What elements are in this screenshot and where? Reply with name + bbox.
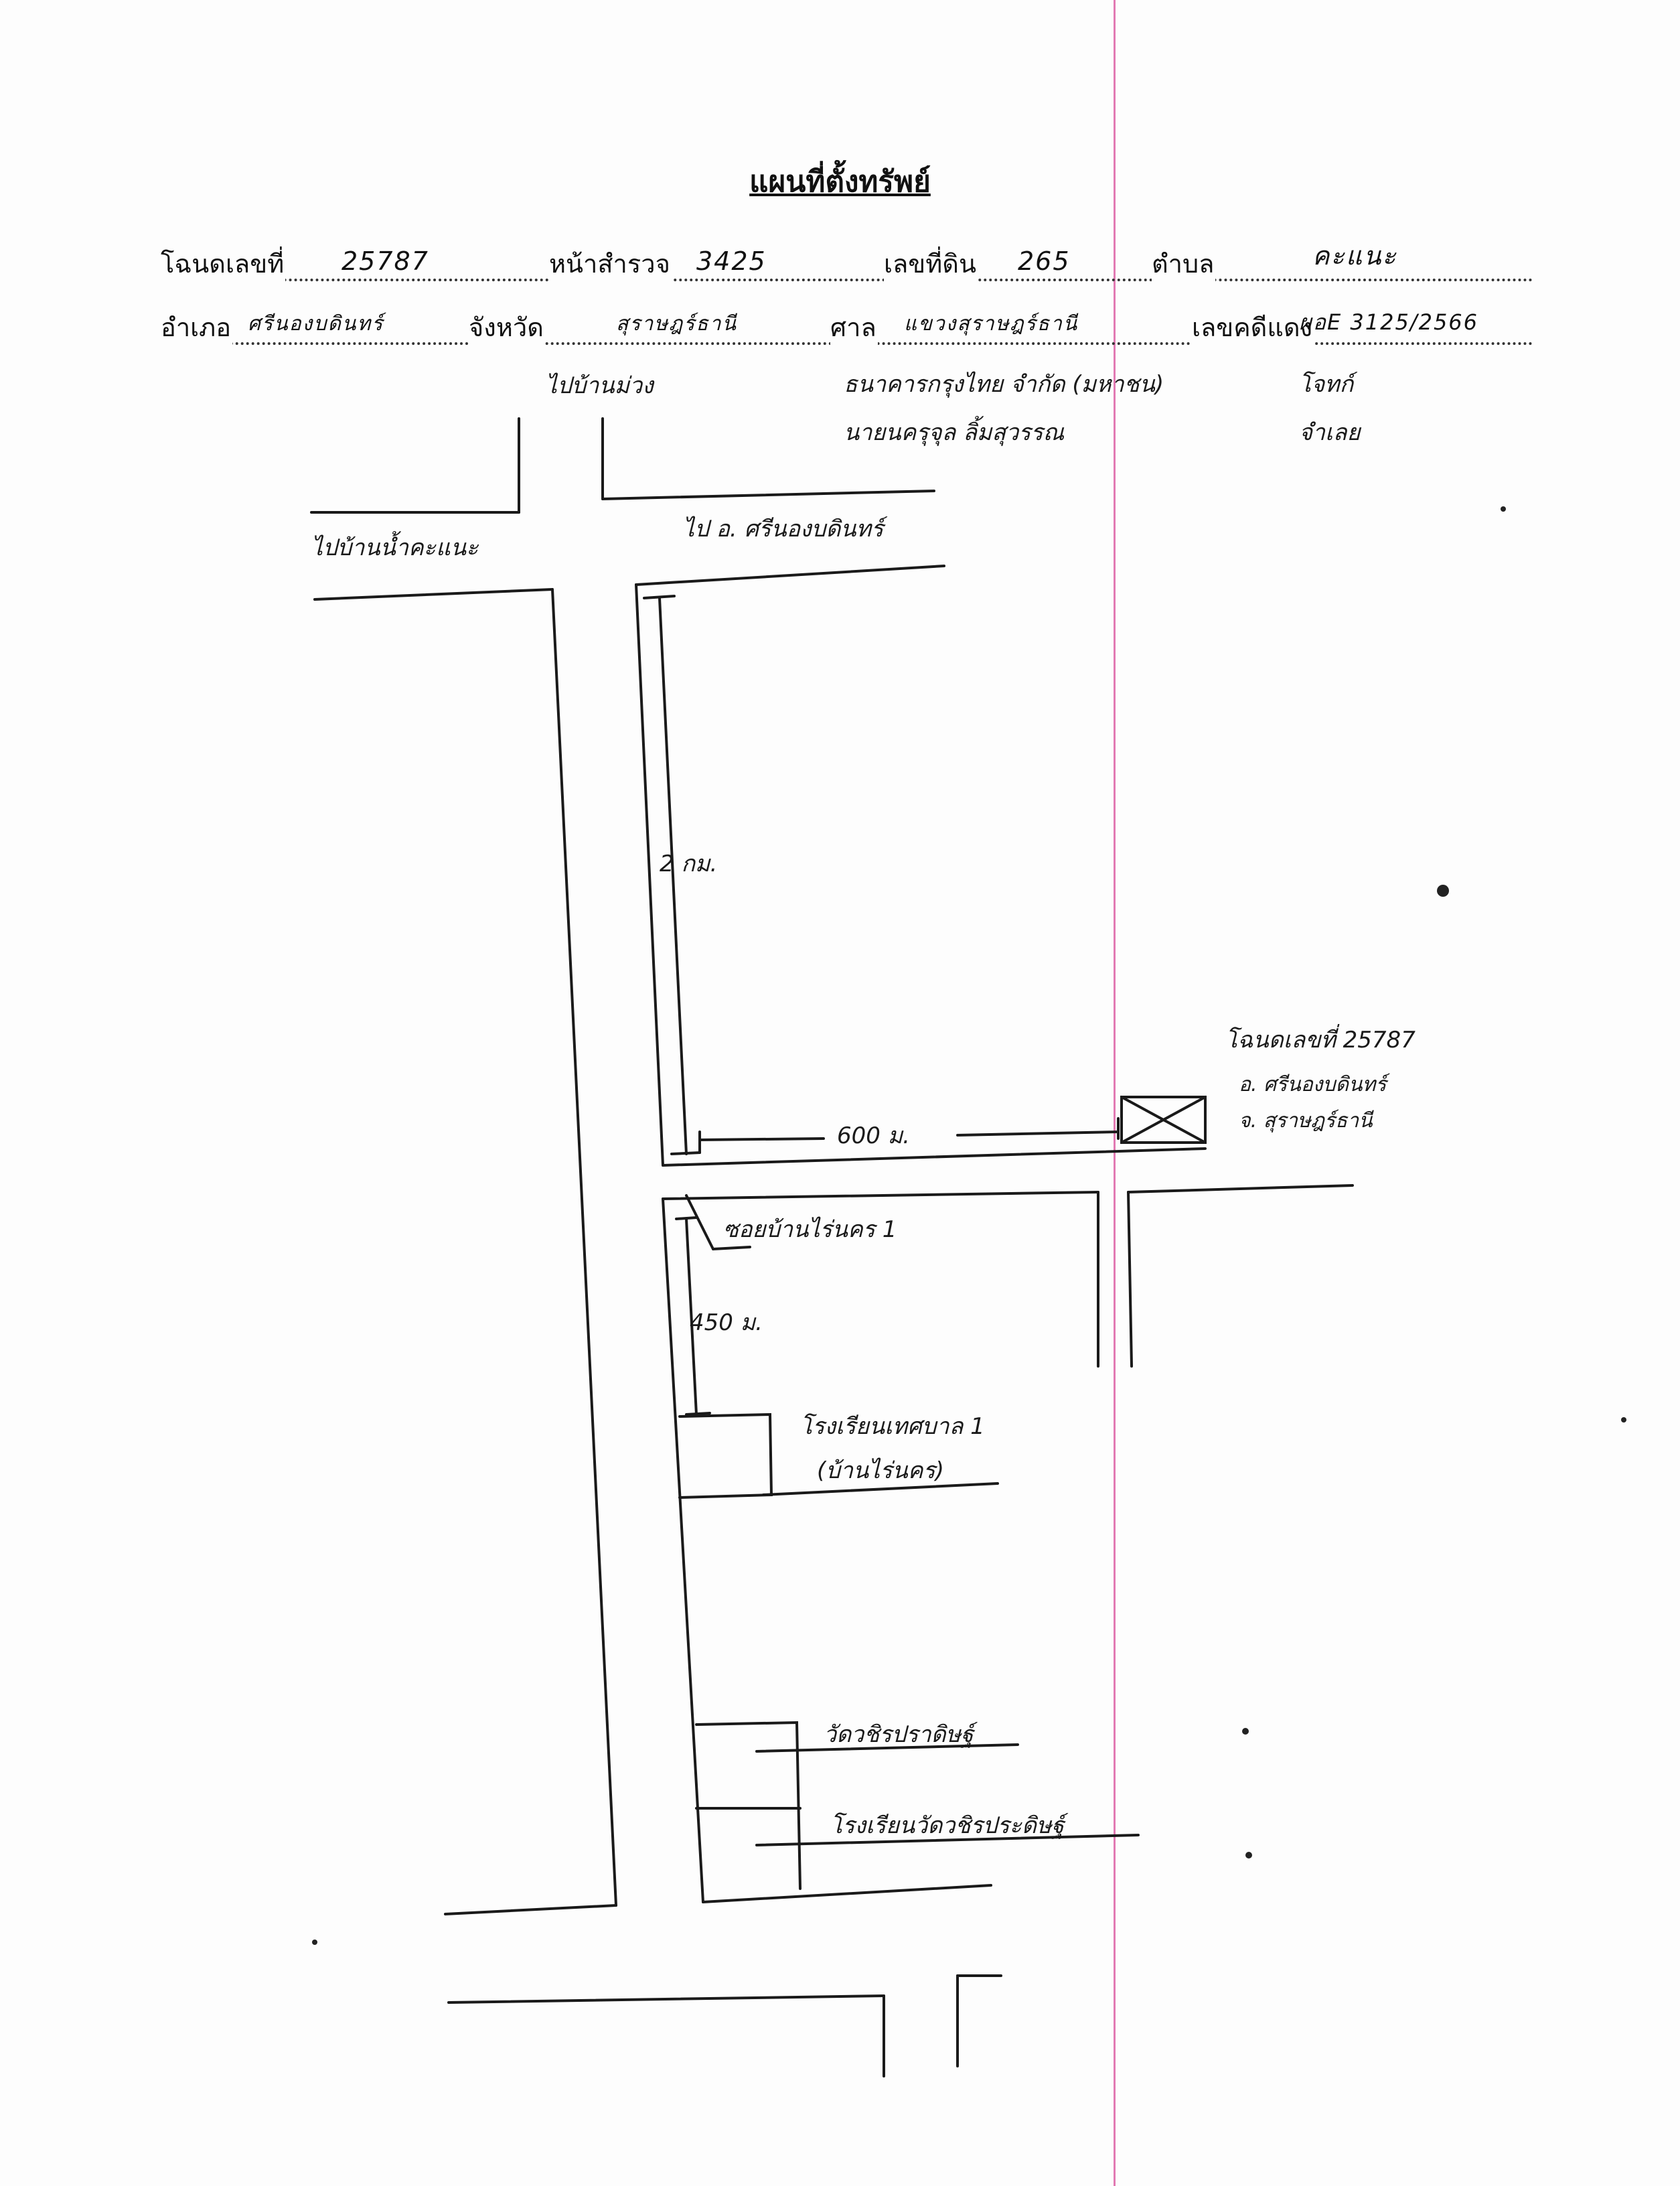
dimension-line bbox=[685, 1218, 698, 1416]
soi-pointer bbox=[685, 1194, 714, 1250]
case-value: ผอE 3125/2566 bbox=[1299, 309, 1479, 335]
label-plot-amphoe: อ. ศรีนองบดินทร์ bbox=[1239, 1073, 1387, 1096]
speck bbox=[1501, 506, 1506, 512]
label-plot-province: จ. สุราษฎร์ธานี bbox=[1239, 1109, 1373, 1133]
label-distance-450m: 450 ม. bbox=[690, 1309, 763, 1336]
road-edge bbox=[1127, 1191, 1133, 1368]
dimension-line bbox=[658, 597, 688, 1155]
defendant-line: นายนครุจุล ลิ้มสุวรรณ bbox=[844, 419, 1065, 446]
label-temple-school: โรงเรียนวัดวชิรประดิษฐ์ bbox=[830, 1812, 1065, 1839]
road-edge bbox=[662, 1147, 1207, 1167]
road-edge bbox=[444, 1904, 617, 1915]
road-edge bbox=[447, 1994, 885, 2004]
speck bbox=[1242, 1728, 1249, 1735]
label-school-1: โรงเรียนเทศบาล 1 bbox=[800, 1413, 985, 1440]
survey-value: 3425 bbox=[696, 246, 767, 276]
temple-school-pointer bbox=[755, 1834, 1140, 1846]
plaintiff-role: โจทก์ bbox=[1299, 371, 1354, 398]
road-edge bbox=[662, 1191, 1099, 1200]
plaintiff-line: ธนาคารกรุงไทย จำกัด (มหาชน) bbox=[844, 371, 1164, 398]
dimension-line bbox=[670, 1151, 701, 1155]
school-pointer bbox=[762, 1482, 999, 1496]
label-to-ban-muang: ไปบ้านม่วง bbox=[546, 372, 654, 399]
road-edge bbox=[635, 565, 945, 586]
deed-value: 25787 bbox=[341, 246, 429, 276]
label-distance-2km: 2 กม. bbox=[660, 851, 718, 877]
header-row-2: อำเภอ ศรีนองบดินทร์ จังหวัด สุราษฎร์ธานี… bbox=[161, 305, 1533, 352]
province-label: จังหวัด bbox=[469, 307, 545, 348]
subdistrict-value: คะแนะ bbox=[1312, 241, 1397, 271]
temple-block bbox=[695, 1721, 801, 1890]
speck bbox=[1437, 885, 1449, 897]
dimension-line bbox=[698, 1137, 825, 1141]
road-edge bbox=[313, 588, 554, 601]
label-temple: วัดวชิรปราดิษฐ์ bbox=[824, 1721, 974, 1748]
court-value: แขวงสุราษฎร์ธานี bbox=[904, 312, 1079, 336]
road-edge bbox=[702, 1884, 992, 1903]
road-edge bbox=[662, 1197, 704, 1903]
district-label: อำเภอ bbox=[161, 307, 233, 348]
road-edge bbox=[551, 588, 617, 1907]
land-no-value: 265 bbox=[1018, 246, 1071, 276]
speck bbox=[1245, 1852, 1252, 1859]
soi-pointer bbox=[712, 1246, 751, 1250]
label-school-2: (บ้านไร่นคร) bbox=[817, 1457, 945, 1484]
road-edge bbox=[635, 583, 664, 1167]
speck bbox=[312, 1940, 317, 1945]
header-row-1: โฉนดเลขที่ 25787 หน้าสำรวจ 3425 เลขที่ดิ… bbox=[161, 241, 1533, 288]
dotted-line bbox=[161, 279, 1533, 281]
survey-label: หน้าสำรวจ bbox=[549, 243, 672, 284]
road-edge bbox=[601, 490, 935, 500]
label-to-amphoe: ไป อ. ศรีนองบดินทร์ bbox=[683, 516, 884, 542]
speck bbox=[1621, 1417, 1626, 1423]
margin-line bbox=[1114, 0, 1116, 2186]
province-value: สุราษฎร์ธานี bbox=[616, 312, 737, 336]
defendant-role: จำเลย bbox=[1299, 419, 1361, 446]
district-value: ศรีนองบดินทร์ bbox=[248, 312, 384, 336]
land-no-label: เลขที่ดิน bbox=[884, 243, 978, 284]
label-plot-deed: โฉนดเลขที่ 25787 bbox=[1225, 1027, 1416, 1053]
dimension-line bbox=[956, 1131, 1120, 1137]
case-label: เลขคดีแดง bbox=[1192, 307, 1314, 348]
label-soi: ซอยบ้านไร่นคร 1 bbox=[723, 1216, 897, 1243]
page-title: แผนที่ตั้งทรัพย์ bbox=[749, 165, 931, 199]
deed-label: โฉนดเลขที่ bbox=[161, 243, 286, 284]
plot-box bbox=[1120, 1096, 1207, 1144]
label-to-nam-kanae: ไปบ้านน้ำคะแนะ bbox=[311, 534, 479, 561]
temple-pointer bbox=[755, 1743, 1019, 1753]
road-edge bbox=[1127, 1184, 1354, 1193]
plot-cross bbox=[1120, 1096, 1207, 1144]
subdistrict-label: ตำบล bbox=[1152, 243, 1216, 284]
label-distance-600m: 600 ม. bbox=[837, 1122, 910, 1149]
dimension-line bbox=[685, 1412, 711, 1416]
court-label: ศาล bbox=[830, 307, 878, 348]
school-block bbox=[678, 1412, 773, 1499]
